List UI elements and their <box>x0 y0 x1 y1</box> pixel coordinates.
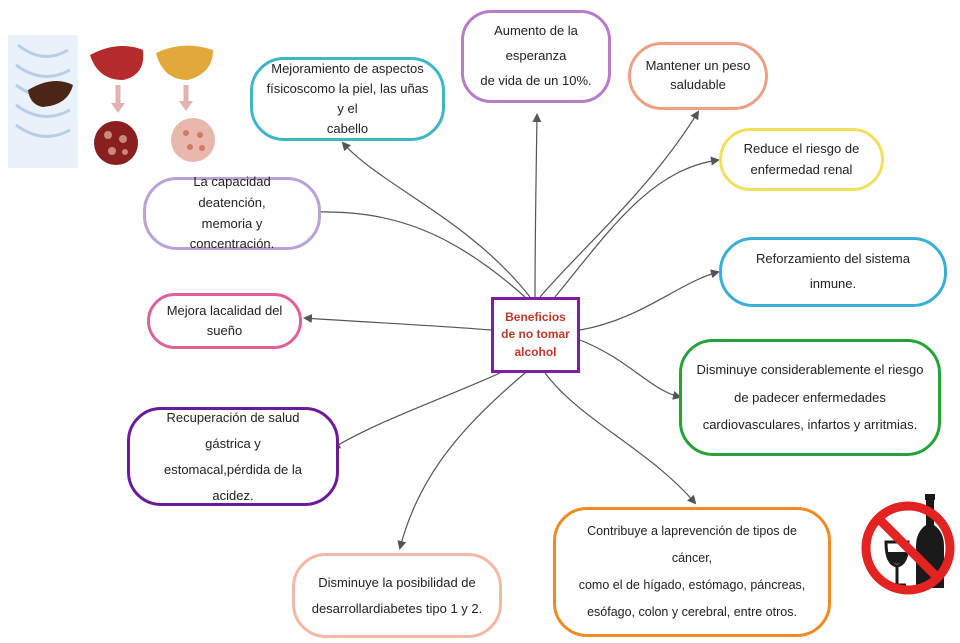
node-cancer: Contribuye a laprevención de tipos de cá… <box>553 507 831 637</box>
node-inmune-text: Reforzamiento del sistema inmune. <box>756 251 910 291</box>
node-renal: Reduce el riesgo de enfermedad renal <box>719 128 884 191</box>
node-atencion-text: La capacidad deatención, memoria y conce… <box>189 173 275 252</box>
node-cardio-text: Disminuye considerablemente el riesgo de… <box>696 361 924 433</box>
no-alcohol-icon <box>860 480 956 610</box>
node-esperanza: Aumento de la esperanza de vida de un 10… <box>461 10 611 103</box>
node-diabetes-text: Disminuye la posibilidad de desarrollard… <box>311 574 483 616</box>
arrow-to-renal <box>554 156 720 298</box>
arrow-to-atencion <box>311 207 526 298</box>
arrow-to-peso <box>539 110 700 298</box>
node-renal-text: Reduce el riesgo de enfermedad renal <box>743 141 860 177</box>
central-topic-label: Beneficios de no tomar alcohol <box>501 309 570 359</box>
node-inmune: Reforzamiento del sistema inmune. <box>719 237 947 307</box>
node-peso-text: Mantener un peso saludable <box>645 58 751 92</box>
node-esperanza-text: Aumento de la esperanza de vida de un 10… <box>480 23 592 88</box>
node-cancer-text: Contribuye a laprevención de tipos de cá… <box>578 524 806 619</box>
node-diabetes: Disminuye la posibilidad de desarrollard… <box>292 553 502 638</box>
node-cardio: Disminuye considerablemente el riesgo de… <box>679 339 941 456</box>
node-aspectos: Mejoramiento de aspectos físicoscomo la … <box>250 57 445 141</box>
arrow-to-cardio <box>579 339 682 400</box>
node-sueno-text: Mejora lacalidad del sueño <box>166 302 283 338</box>
node-peso: Mantener un peso saludable <box>628 42 768 110</box>
node-aspectos-text: Mejoramiento de aspectos físicoscomo la … <box>266 60 429 137</box>
arrow-to-inmune <box>579 269 720 331</box>
central-topic: Beneficios de no tomar alcohol <box>491 297 580 373</box>
arrow-to-esperanza <box>532 113 542 298</box>
arrow-to-cancer <box>544 372 697 505</box>
arrow-to-diabetes <box>397 372 526 550</box>
arrow-to-aspectos <box>341 141 531 298</box>
node-gastrica-text: Recuperación de salud gástrica y estomac… <box>163 409 303 503</box>
node-atencion: La capacidad deatención, memoria y conce… <box>143 174 321 251</box>
arrow-to-sueno <box>303 314 492 331</box>
liver-comparison-icon <box>8 35 220 168</box>
arrow-to-gastrica <box>331 372 501 450</box>
node-sueno: Mejora lacalidad del sueño <box>147 293 302 349</box>
node-gastrica: Recuperación de salud gástrica y estomac… <box>127 407 339 506</box>
